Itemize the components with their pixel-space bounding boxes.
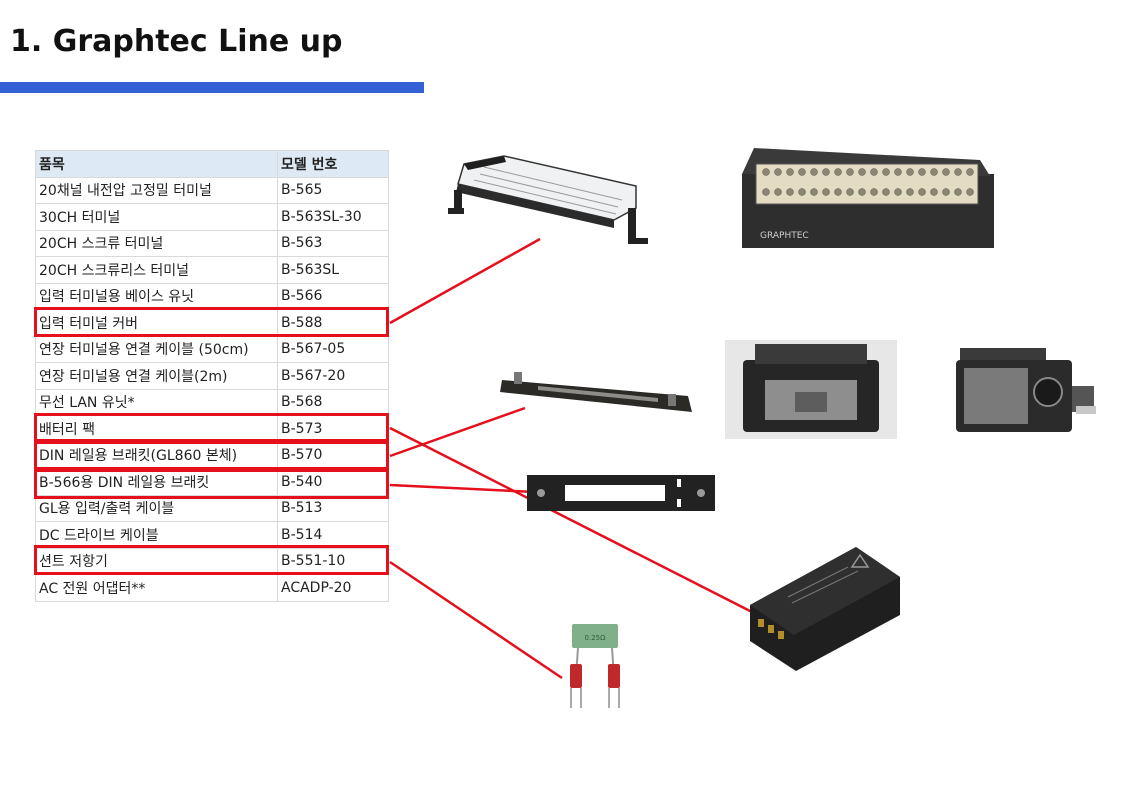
- din-bracket-gl860-photo: [500, 372, 692, 412]
- table-row: AC 전원 어댑터**ACADP-20: [35, 574, 389, 602]
- connector-line-battery: [389, 426, 753, 614]
- page-title: 1. Graphtec Line up: [10, 24, 343, 59]
- resistor-marking: 0.25Ω: [585, 634, 607, 642]
- item-cell: 20채널 내전압 고정밀 터미널: [35, 176, 278, 204]
- item-cell: 입력 터미널용 베이스 유닛: [35, 282, 278, 310]
- model-cell: B-567-20: [277, 362, 389, 390]
- table-header-row: 품목 모델 번호: [35, 150, 389, 178]
- model-cell: B-566: [277, 282, 389, 310]
- model-cell: B-551-10: [277, 547, 389, 575]
- connector-line-din-gl860: [389, 406, 526, 458]
- terminal-cover-photo: [448, 155, 648, 244]
- terminal-brand-label: GRAPHTEC: [760, 231, 809, 241]
- connector-line-din-b566: [389, 483, 536, 494]
- item-cell: 20CH 스크류 터미널: [35, 229, 278, 257]
- highlight-terminal-cover: [34, 307, 389, 337]
- battery-pack-photo: [750, 547, 900, 671]
- shunt-resistor-photo: 0.25Ω: [570, 624, 620, 708]
- model-cell: B-568: [277, 388, 389, 416]
- title-accent-bar: [0, 82, 424, 93]
- table-row: 연장 터미널용 연결 케이블(2m)B-567-20: [35, 362, 389, 390]
- item-cell: AC 전원 어댑터**: [35, 574, 278, 602]
- highlight-din-bracket-b566: [34, 469, 389, 499]
- screw-terminal-photo: GRAPHTEC: [742, 148, 994, 248]
- item-cell: B-566용 DIN 레일용 브래킷: [35, 468, 278, 496]
- highlight-battery-pack: [34, 413, 389, 442]
- connector-line-cover: [389, 237, 541, 325]
- din-bracket-b566-photo: [527, 475, 715, 511]
- model-cell: B-563SL-30: [277, 203, 389, 231]
- item-cell: 30CH 터미널: [35, 203, 278, 231]
- connector-line-shunt: [389, 560, 563, 680]
- gl860-rear-photo: [725, 340, 897, 439]
- item-cell: DC 드라이브 케이블: [35, 521, 278, 549]
- header-model-number: 모델 번호: [277, 150, 389, 178]
- model-cell: B-540: [277, 468, 389, 496]
- item-cell: 연장 터미널용 연결 케이블(2m): [35, 362, 278, 390]
- item-cell: 션트 저항기: [35, 547, 278, 575]
- highlight-din-bracket-gl860: [34, 441, 389, 470]
- item-cell: GL용 입력/출력 케이블: [35, 494, 278, 522]
- highlight-shunt-resistor: [34, 545, 389, 575]
- header-item: 품목: [35, 150, 278, 178]
- model-cell: B-563SL: [277, 256, 389, 284]
- model-cell: ACADP-20: [277, 574, 389, 602]
- model-cell: B-513: [277, 494, 389, 522]
- model-cell: B-514: [277, 521, 389, 549]
- gl860-front-photo: [956, 348, 1096, 432]
- item-cell: 입력 터미널 커버: [35, 309, 278, 337]
- model-cell: B-573: [277, 415, 389, 443]
- model-cell: B-565: [277, 176, 389, 204]
- item-cell: 20CH 스크류리스 터미널: [35, 256, 278, 284]
